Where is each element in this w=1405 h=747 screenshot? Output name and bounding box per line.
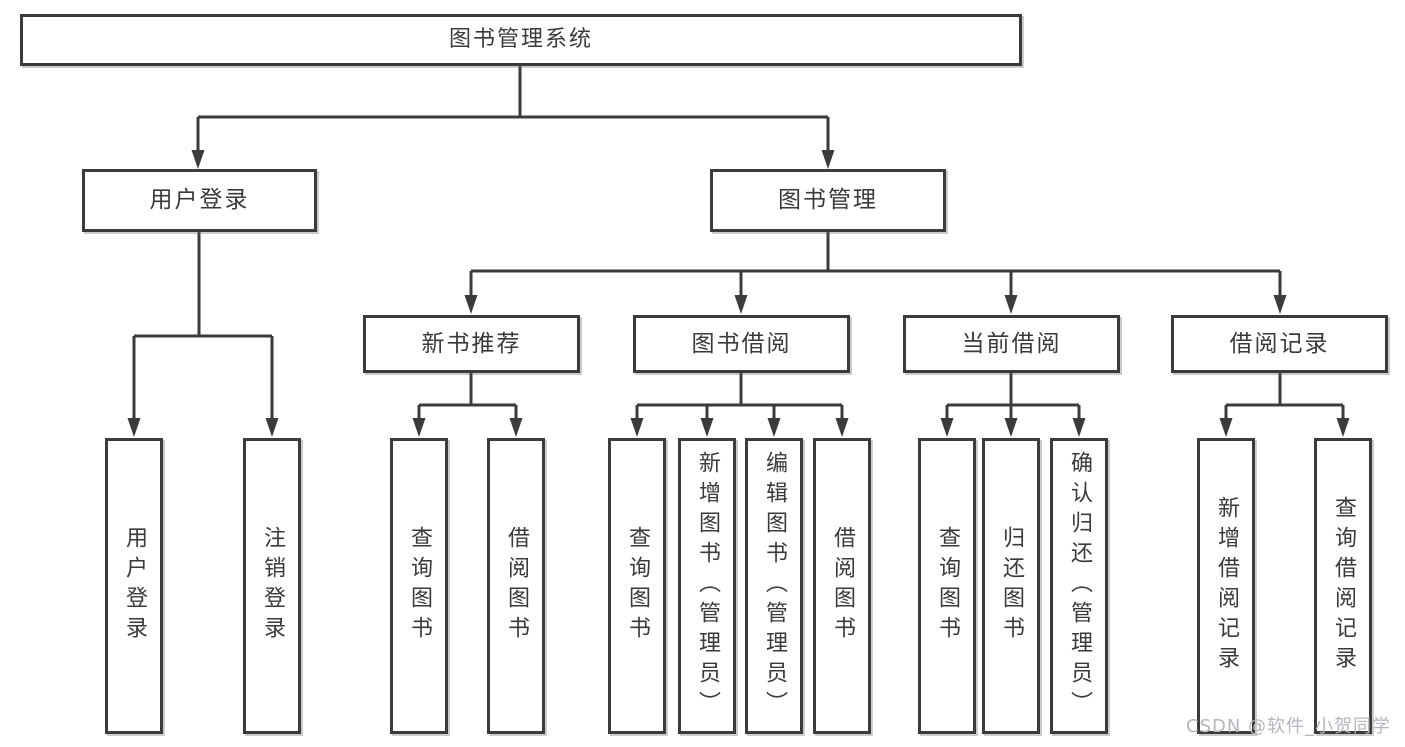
leaf-logout: 注销登录 <box>243 438 301 734</box>
node-label: 查询图书 <box>935 526 960 646</box>
leaf-query-book-borrowing: 查询图书 <box>608 438 666 734</box>
leaf-query-borrow-record: 查询借阅记录 <box>1314 438 1372 734</box>
tree-node-new-book-recommend: 新书推荐 <box>363 315 580 373</box>
tree-node-user-login: 用户登录 <box>82 169 317 232</box>
node-label: 图书借阅 <box>691 330 792 357</box>
node-label: 借阅图书 <box>830 526 855 646</box>
node-label: 借阅记录 <box>1229 330 1330 357</box>
node-label: 编辑图书（管理员） <box>762 451 787 721</box>
arrowhead-icons <box>127 150 1350 437</box>
node-label: 查询借阅记录 <box>1331 496 1356 676</box>
node-label: 借阅图书 <box>504 526 529 646</box>
leaf-borrow-book-recommend: 借阅图书 <box>487 438 545 734</box>
node-label: 当前借阅 <box>961 330 1062 357</box>
leaf-query-book-current: 查询图书 <box>918 438 976 734</box>
tree-node-book-management: 图书管理 <box>710 169 946 232</box>
node-label: 新增图书（管理员） <box>695 451 720 721</box>
leaf-edit-book-admin: 编辑图书（管理员） <box>745 438 803 734</box>
leaf-user-login: 用户登录 <box>105 438 163 734</box>
leaf-borrow-book: 借阅图书 <box>813 438 871 734</box>
csdn-watermark: CSDN @软件_小贺同学 <box>1186 716 1392 737</box>
leaf-return-book: 归还图书 <box>982 438 1040 734</box>
leaf-add-book-admin: 新增图书（管理员） <box>678 438 736 734</box>
node-label: 新增借阅记录 <box>1214 496 1239 676</box>
node-label: 新书推荐 <box>421 330 522 357</box>
tree-node-root: 图书管理系统 <box>20 14 1022 66</box>
node-label: 用户登录 <box>149 187 250 213</box>
node-label: 查询图书 <box>625 526 650 646</box>
leaf-query-book-recommend: 查询图书 <box>390 438 448 734</box>
tree-node-book-borrowing: 图书借阅 <box>633 315 850 373</box>
node-label: 用户登录 <box>122 526 147 646</box>
node-label: 注销登录 <box>260 526 285 646</box>
leaf-add-borrow-record: 新增借阅记录 <box>1197 438 1255 734</box>
node-label: 图书管理 <box>778 187 878 213</box>
node-label: 确认归还（管理员） <box>1067 451 1092 721</box>
node-label: 查询图书 <box>407 526 432 646</box>
node-label: 图书管理系统 <box>448 27 593 52</box>
tree-node-current-borrowing: 当前借阅 <box>903 315 1120 373</box>
node-label: 归还图书 <box>999 526 1024 646</box>
leaf-confirm-return-admin: 确认归还（管理员） <box>1050 438 1108 734</box>
tree-node-borrow-records: 借阅记录 <box>1171 315 1388 373</box>
